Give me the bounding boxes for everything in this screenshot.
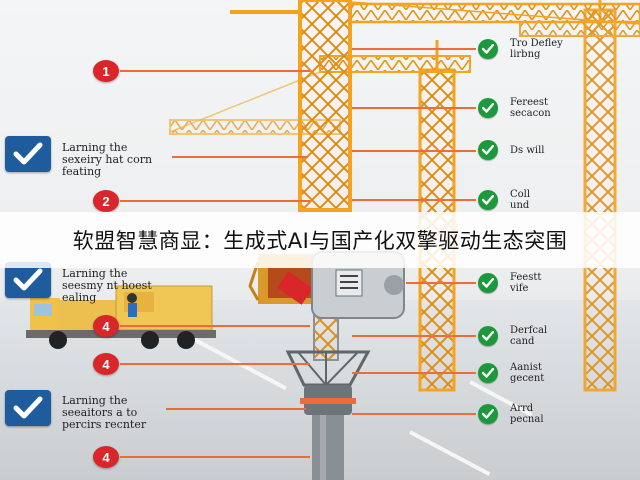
right-callout: Arrd pecnal [478,403,544,425]
callout-label: Feestt vife [510,272,542,294]
leader-line [166,408,306,410]
leader-line [120,363,310,365]
leader-line [406,282,476,284]
leader-line [352,107,476,109]
leader-line [352,335,476,337]
right-callout: Feestt vife [478,272,541,294]
check-circle-icon [478,98,498,118]
banner-title: 软盟智慧商显：生成式AI与国产化双擎驱动生态突围 [72,229,568,253]
callout-label: Tro Defley lirbng [510,38,563,60]
leader-line [352,372,476,374]
right-callout: Derfcal cand [478,325,547,347]
leader-line [120,70,310,72]
checkmark-icon [5,136,51,172]
callout-number-badge: 2 [93,190,119,212]
leader-line [352,48,476,50]
leader-line [352,150,476,152]
leader-line [120,456,310,458]
right-callout: Fereest secacon [478,97,551,119]
checkmark-icon [5,390,51,426]
crane-right [519,0,640,392]
callout-label: Larning the seesmy nt hoest ealing [62,267,152,304]
badge-number: 4 [102,318,110,334]
checkmark-icon [5,262,51,298]
leader-line [172,156,308,158]
callout-number-badge: 1 [93,60,119,82]
badge-number: 1 [102,63,110,79]
check-circle-icon [478,404,498,424]
callout-label: Larning the seeaitors a to percirs recnt… [62,394,147,431]
check-circle-icon [478,273,498,293]
callout-label: Fereest secacon [510,97,551,119]
callout-number-badge: 4 [93,446,119,468]
right-callout: Coll und [478,189,530,211]
leader-line [352,413,476,415]
check-circle-icon [478,39,498,59]
callout-label: Ds will [510,144,545,156]
right-callout: Ds will [478,140,544,160]
check-circle-icon [478,363,498,383]
leader-line [120,325,310,327]
badge-number: 4 [102,356,110,372]
truck [26,285,216,349]
leader-line [120,200,310,202]
right-callout: Aanist gecent [478,362,544,384]
callout-number-badge: 4 [93,353,119,375]
callout-label: Derfcal cand [510,325,548,347]
leader-line [352,199,476,201]
callout-number-badge: 4 [93,315,119,337]
badge-number: 2 [102,193,110,209]
badge-number: 4 [102,449,110,465]
camera-mast [285,299,371,480]
callout-label: Arrd pecnal [510,403,544,425]
callout-label: Larning the sexeiry hat corn feating [62,141,153,178]
crane-main [230,0,640,212]
callout-label: Aanist gecent [510,362,545,384]
title-banner: 软盟智慧商显：生成式AI与国产化双擎驱动生态突围 [0,212,640,268]
check-circle-icon [478,190,498,210]
right-callout: Tro Defley lirbng [478,38,563,60]
check-circle-icon [478,140,498,160]
callout-label: Coll und [510,189,531,211]
check-circle-icon [478,326,498,346]
